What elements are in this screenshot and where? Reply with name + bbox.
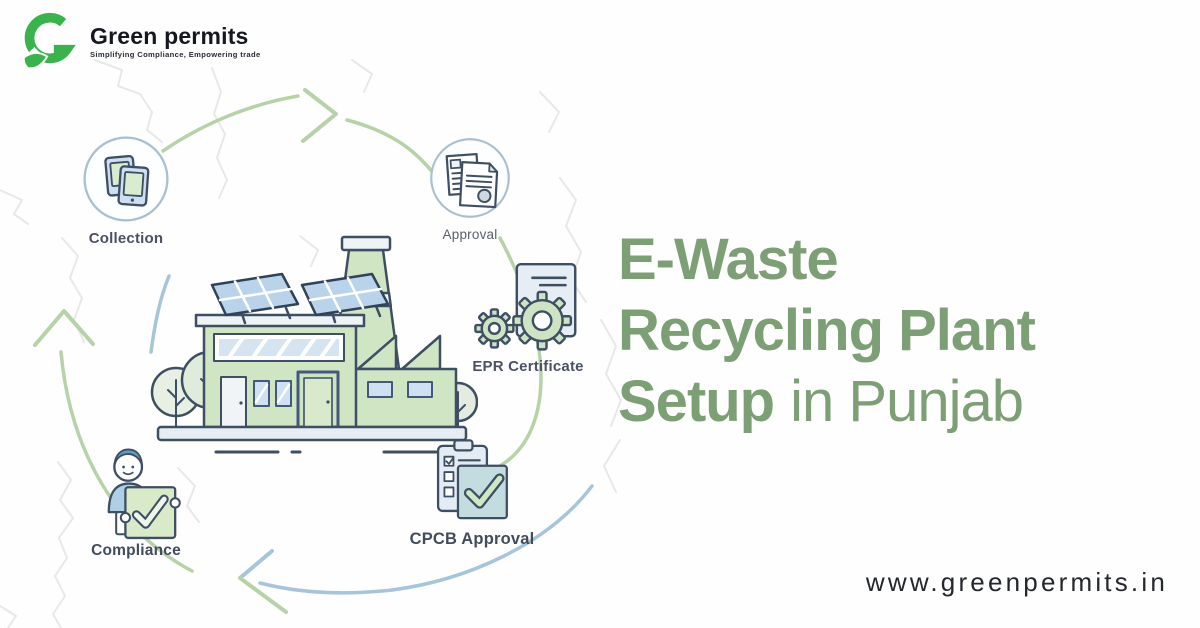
step-approval: Approval <box>414 134 526 242</box>
step-epr-certificate-label: EPR Certificate <box>472 358 584 375</box>
step-compliance: Compliance <box>80 440 192 560</box>
arrow-up-icon <box>33 309 95 347</box>
step-cpcb-approval-label: CPCB Approval <box>409 530 535 548</box>
g-leaf-logo-icon <box>22 12 76 70</box>
gears-certificate-icon <box>474 262 577 351</box>
brand-tagline: Simplifying Compliance, Empowering trade <box>90 50 261 59</box>
step-cpcb-approval: CPCB Approval <box>406 436 538 549</box>
recycling-factory-illustration <box>150 235 478 454</box>
step-compliance-label: Compliance <box>91 542 181 559</box>
headline-line2: Recycling Plant <box>618 298 1036 363</box>
headline-line1: E-Waste <box>618 227 839 292</box>
arrow-left-icon <box>238 549 274 580</box>
person-checkmark-icon <box>107 448 181 540</box>
checklist-approval-icon <box>436 439 508 520</box>
headline-line3-regular: in Punjab <box>790 369 1024 434</box>
step-collection-label: Collection <box>88 230 164 247</box>
headline-line3-bold: Setup <box>618 369 775 434</box>
brand-logo: Green permits Simplifying Compliance, Em… <box>22 12 261 70</box>
documents-approval-icon <box>430 138 510 218</box>
devices-collection-icon <box>83 136 169 222</box>
step-epr-certificate: EPR Certificate <box>463 260 593 375</box>
step-collection: Collection <box>70 133 182 247</box>
brand-name: Green permits <box>90 23 249 49</box>
website-url: www.greenpermits.in <box>865 567 1168 597</box>
arrow-right-icon <box>301 88 338 143</box>
step-approval-label: Approval <box>442 227 498 242</box>
